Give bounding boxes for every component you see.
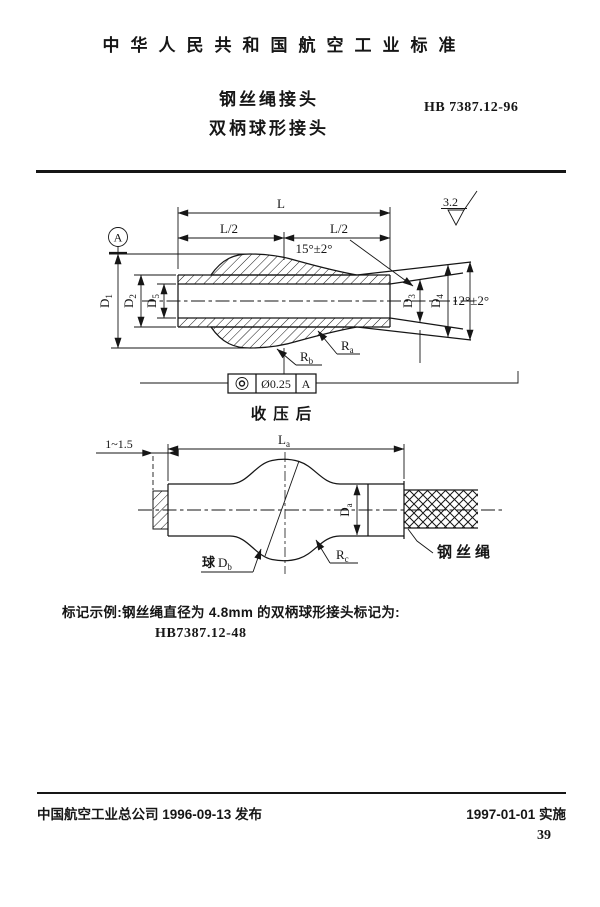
dim-L-half: L/2 L/2 [177,221,391,260]
dim-Ra: Ra [317,330,360,355]
figure1-sleeve-drawing: 3.2 A [97,190,519,394]
dim-La: La [167,432,405,481]
page-number: 39 [537,828,551,843]
dim-label-La: La [278,432,290,449]
standard-title-line1: 钢丝绳接头 [219,90,319,109]
dim-angle-15: 15°±2° [295,239,414,287]
sleeve-top-boss [209,253,358,276]
dim-Rc: Rc [315,539,358,564]
sleeve-outline [177,261,472,341]
dim-D3: D3 [400,279,424,363]
datum-letter: A [114,231,123,245]
dim-label-Rc: Rc [336,547,349,564]
dim-angle-12: 12°±2° [452,261,489,341]
tolerance-datum: A [302,377,311,391]
dim-label-D3: D3 [400,294,417,308]
standard-title: 钢丝绳接头 双柄球形接头 [0,85,538,143]
wire-rope-callout: 钢丝绳 [407,528,494,561]
dim-label-D1: D1 [97,294,114,308]
dim-D5: D5 [144,283,176,319]
tolerance-frame: Ø0.25 A [140,348,519,394]
dim-label-Rb: Rb [300,349,314,366]
marking-example-line1: 标记示例:钢丝绳直径为 4.8mm 的双柄球形接头标记为: [62,605,400,620]
standard-title-line2: 双柄球形接头 [209,119,329,138]
ball-diameter-line [264,460,300,557]
marking-example-line2: HB7387.12-48 [155,626,247,641]
footer-rule [37,792,566,794]
footer-effective-date: 1997-01-01 实施 [466,807,566,822]
figure1-caption: 收压后 [250,406,319,423]
wire-rope [404,489,478,529]
standard-code: HB 7387.12-96 [424,100,519,115]
dim-label-Da: Da [337,503,354,516]
dim-label-D2: D2 [121,294,138,308]
dim-D1: D1 [97,253,256,349]
dim-label-angle12: 12°±2° [452,293,489,308]
tolerance-value: Ø0.25 [261,377,291,391]
wire-rope-label: 钢丝绳 [437,543,494,561]
rope-stub [152,490,169,530]
sleeve-bottom-boss [209,326,358,349]
surface-finish-value: 3.2 [443,195,458,209]
dim-label-D5: D5 [144,294,161,308]
standard-org-title: 中华人民共和国航空工业标准 [102,36,467,55]
dim-label-L2-right: L/2 [330,221,348,236]
dim-label-D4: D4 [428,294,445,308]
dim-Da: Da [337,484,361,536]
sleeve-bottom-wall [178,318,390,327]
dim-label-L: L [277,196,285,211]
dim-Rb: Rb [276,348,322,366]
dim-label-protrusion: 1~1.5 [105,437,133,451]
surface-finish-icon: 3.2 [441,190,478,226]
dim-label-angle15: 15°±2° [295,241,332,256]
header-rule [36,170,566,173]
datum-a-symbol: A [108,227,128,255]
dim-label-Ra: Ra [341,338,354,355]
dim-D2: D2 [121,274,176,328]
dim-D4: D4 [428,264,452,338]
sleeve-top-wall [178,275,390,284]
concentricity-icon [235,377,249,390]
dim-protrusion: 1~1.5 [96,437,179,490]
footer-issued-by: 中国航空工业总公司 1996-09-13 发布 [37,807,263,822]
dim-label-L2-left: L/2 [220,221,238,236]
